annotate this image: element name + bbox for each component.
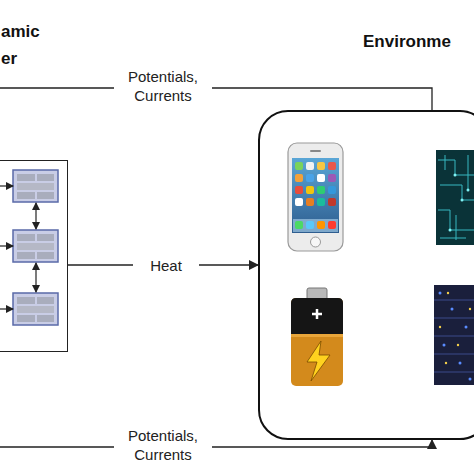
solver-block xyxy=(13,170,58,202)
connector-label: Potentials, Currents xyxy=(114,425,212,465)
solver-block xyxy=(13,230,58,262)
section-heading: amic er xyxy=(1,18,53,72)
connector-label: Potentials, Currents xyxy=(114,66,212,106)
connector-label: Heat xyxy=(133,255,199,276)
solver-blocks xyxy=(0,170,58,325)
phone-image xyxy=(288,143,343,251)
solver-block xyxy=(13,293,58,325)
battery-image xyxy=(291,288,343,386)
connector-line xyxy=(0,332,432,447)
server-image xyxy=(434,285,474,385)
block-arrows xyxy=(0,186,36,309)
circuit-image xyxy=(436,150,474,245)
section-heading: Environme xyxy=(363,28,474,55)
connector-line xyxy=(0,88,432,180)
